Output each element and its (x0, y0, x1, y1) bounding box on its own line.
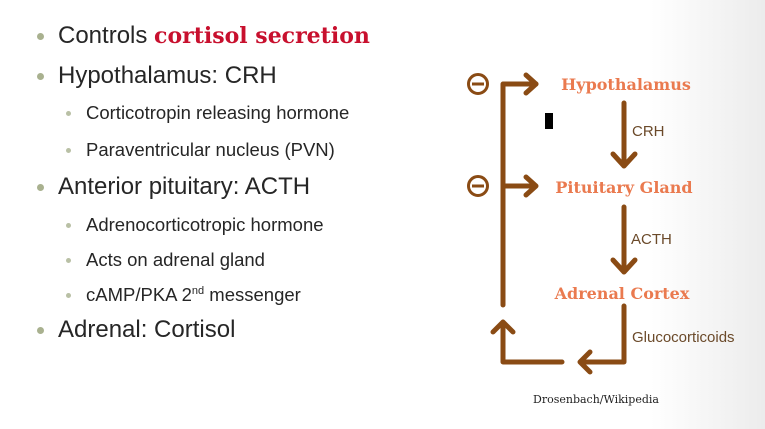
bullet-hypothalamus: Hypothalamus: CRH (37, 62, 277, 90)
highlight-text: cortisol secretion (154, 23, 370, 49)
bullet-text: Paraventricular nucleus (PVN) (86, 139, 335, 160)
image-credit: Drosenbach/Wikipedia (533, 393, 659, 406)
arrow-glucocorticoids (577, 303, 627, 375)
arrow-return-up (490, 319, 565, 365)
bullet-dot (66, 258, 71, 263)
bullet-text: Acts on adrenal gland (86, 249, 265, 270)
node-pituitary-gland: Pituitary Gland (555, 178, 692, 197)
bullet-controls: Controls cortisol secretion (37, 22, 370, 50)
bullet-dot (66, 148, 71, 153)
sub-bullet-pvn: Paraventricular nucleus (PVN) (66, 139, 335, 161)
sub-bullet-camp: cAMP/PKA 2nd messenger (66, 284, 301, 306)
bullet-pituitary: Anterior pituitary: ACTH (37, 173, 311, 201)
node-hypothalamus: Hypothalamus (561, 75, 691, 94)
arrow-acth (610, 204, 638, 275)
bullet-dot (37, 33, 44, 40)
bullet-text: Adrenocorticotropic hormone (86, 214, 324, 235)
superscript: nd (191, 284, 205, 297)
bullet-text: Anterior pituitary: ACTH (58, 173, 311, 200)
arrow-to-pituitary (500, 174, 539, 198)
bullet-dot (37, 184, 44, 191)
bullet-text-after: messenger (204, 284, 301, 305)
node-adrenal-cortex: Adrenal Cortex (554, 284, 690, 303)
bullet-adrenal-cortisol: Adrenal: Cortisol (37, 316, 236, 344)
label-acth: ACTH (631, 231, 672, 248)
label-glucocorticoids: Glucocorticoids (632, 329, 735, 346)
bullet-dot (37, 73, 44, 80)
bullet-text: cAMP/PKA 2 (86, 284, 192, 305)
bullet-dot (66, 223, 71, 228)
inhibit-icon-1 (467, 73, 489, 95)
feedback-line (500, 81, 539, 308)
bullet-dot (66, 111, 71, 116)
sub-bullet-adrenal: Acts on adrenal gland (66, 249, 265, 271)
inhibit-icon-2 (467, 175, 489, 197)
cursor-mark (545, 113, 553, 129)
arrowhead-hypothalamus (523, 72, 539, 96)
bullet-text: Hypothalamus: CRH (58, 62, 277, 89)
bullet-text: Adrenal: Cortisol (58, 316, 236, 343)
arrow-crh (610, 100, 638, 169)
bullet-dot (37, 327, 44, 334)
bullet-text: Controls (58, 22, 155, 49)
bullet-dot (66, 293, 71, 298)
bullet-text: Corticotropin releasing hormone (86, 102, 350, 123)
label-crh: CRH (632, 123, 665, 140)
sub-bullet-crh: Corticotropin releasing hormone (66, 102, 350, 124)
sub-bullet-acth: Adrenocorticotropic hormone (66, 214, 324, 236)
